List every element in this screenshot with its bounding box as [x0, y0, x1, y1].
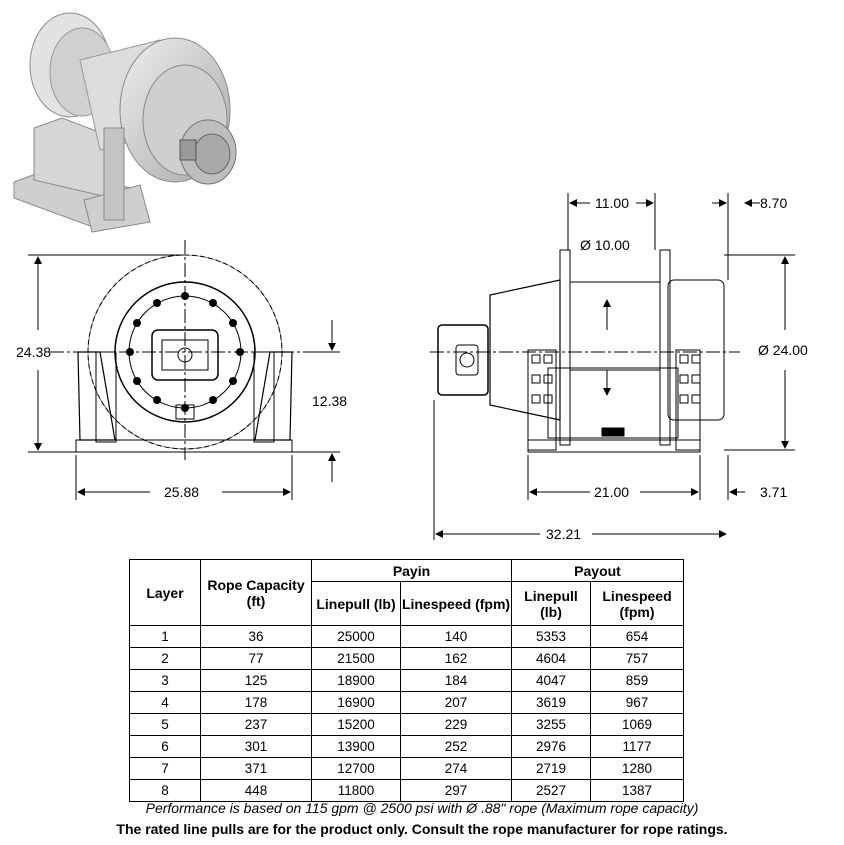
cell-payin-linespeed: 297: [400, 779, 512, 802]
header-payin: Payin: [311, 559, 512, 582]
cell-payout-linepull: 4604: [511, 647, 591, 670]
header-layer: Layer: [129, 559, 201, 626]
table-row: 6 301 13900 252 2976 1177: [129, 735, 684, 758]
dim-side-11: 11.00: [595, 195, 629, 211]
performance-table: Layer Rope Capacity (ft) Payin Payout Li…: [129, 559, 684, 802]
cell-payout-linepull: 2976: [511, 735, 591, 758]
header-rope-capacity: Rope Capacity (ft): [200, 559, 312, 626]
cell-payout-linespeed: 757: [590, 647, 684, 670]
cell-payout-linespeed: 859: [590, 669, 684, 692]
cell-payout-linespeed: 1069: [590, 713, 684, 736]
table-row: 5 237 15200 229 3255 1069: [129, 713, 684, 736]
cell-payin-linepull: 25000: [311, 625, 401, 648]
cell-payin-linepull: 16900: [311, 691, 401, 714]
rating-note: The rated line pulls are for the product…: [116, 821, 728, 837]
cell-payin-linespeed: 274: [400, 757, 512, 780]
cell-payout-linepull: 3619: [511, 691, 591, 714]
cell-payin-linespeed: 252: [400, 735, 512, 758]
header-payin-linespeed: Linespeed (fpm): [400, 581, 512, 626]
cell-layer: 2: [129, 647, 201, 670]
cell-rope-capacity: 237: [200, 713, 312, 736]
cell-rope-capacity: 301: [200, 735, 312, 758]
cell-rope-capacity: 36: [200, 625, 312, 648]
cell-layer: 1: [129, 625, 201, 648]
cell-rope-capacity: 371: [200, 757, 312, 780]
dim-side-371: 3.71: [760, 484, 787, 500]
dim-front-center-height: 12.38: [312, 393, 347, 409]
performance-note: Performance is based on 115 gpm @ 2500 p…: [145, 800, 699, 816]
cell-payout-linepull: 5353: [511, 625, 591, 648]
dim-side-870: 8.70: [760, 195, 787, 211]
front-dimensions: [28, 254, 340, 500]
table-row: 4 178 16900 207 3619 967: [129, 691, 684, 714]
cell-payout-linespeed: 1387: [590, 779, 684, 802]
cell-layer: 6: [129, 735, 201, 758]
cell-payin-linespeed: 140: [400, 625, 512, 648]
dim-front-width: 25.88: [164, 484, 199, 500]
dim-drum-diameter: Ø 10.00: [580, 237, 630, 253]
cell-payout-linepull: 3255: [511, 713, 591, 736]
cell-payin-linepull: 21500: [311, 647, 401, 670]
cell-payout-linespeed: 1177: [590, 735, 684, 758]
cell-rope-capacity: 178: [200, 691, 312, 714]
cell-payout-linespeed: 967: [590, 691, 684, 714]
table-row: 3 125 18900 184 4047 859: [129, 669, 684, 692]
winch-3d-render: [13, 12, 237, 233]
cell-payin-linespeed: 229: [400, 713, 512, 736]
cell-layer: 7: [129, 757, 201, 780]
cell-payin-linespeed: 184: [400, 669, 512, 692]
table-row: 2 77 21500 162 4604 757: [129, 647, 684, 670]
front-view: [50, 240, 320, 460]
cell-payin-linepull: 11800: [311, 779, 401, 802]
dim-flange-diameter: Ø 24.00: [758, 342, 808, 358]
side-view: [430, 249, 740, 453]
side-dimensions: [433, 193, 795, 540]
cell-payin-linepull: 15200: [311, 713, 401, 736]
cell-rope-capacity: 448: [200, 779, 312, 802]
table-row: 7 371 12700 274 2719 1280: [129, 757, 684, 780]
cell-layer: 5: [129, 713, 201, 736]
header-payout-linespeed: Linespeed (fpm): [590, 581, 684, 626]
table-row: 1 36 25000 140 5353 654: [129, 625, 684, 648]
header-payout: Payout: [511, 559, 684, 582]
cell-payin-linespeed: 162: [400, 647, 512, 670]
winch-technical-drawing: 24.38 12.38 25.88: [13, 12, 808, 542]
dim-side-overall: 32.21: [546, 526, 581, 542]
cell-payin-linepull: 12700: [311, 757, 401, 780]
dim-side-21: 21.00: [594, 484, 629, 500]
cell-rope-capacity: 125: [200, 669, 312, 692]
header-payin-linepull: Linepull (lb): [311, 581, 401, 626]
cell-payout-linepull: 2719: [511, 757, 591, 780]
cell-payin-linepull: 18900: [311, 669, 401, 692]
cell-payout-linespeed: 654: [590, 625, 684, 648]
cell-payin-linespeed: 207: [400, 691, 512, 714]
cell-payout-linespeed: 1280: [590, 757, 684, 780]
cell-rope-capacity: 77: [200, 647, 312, 670]
cell-payin-linepull: 13900: [311, 735, 401, 758]
header-payout-linepull: Linepull (lb): [511, 581, 591, 626]
cell-payout-linepull: 4047: [511, 669, 591, 692]
table-row: 8 448 11800 297 2527 1387: [129, 779, 684, 802]
cell-layer: 3: [129, 669, 201, 692]
cell-layer: 4: [129, 691, 201, 714]
dim-front-height: 24.38: [16, 344, 51, 360]
cell-layer: 8: [129, 779, 201, 802]
cell-payout-linepull: 2527: [511, 779, 591, 802]
